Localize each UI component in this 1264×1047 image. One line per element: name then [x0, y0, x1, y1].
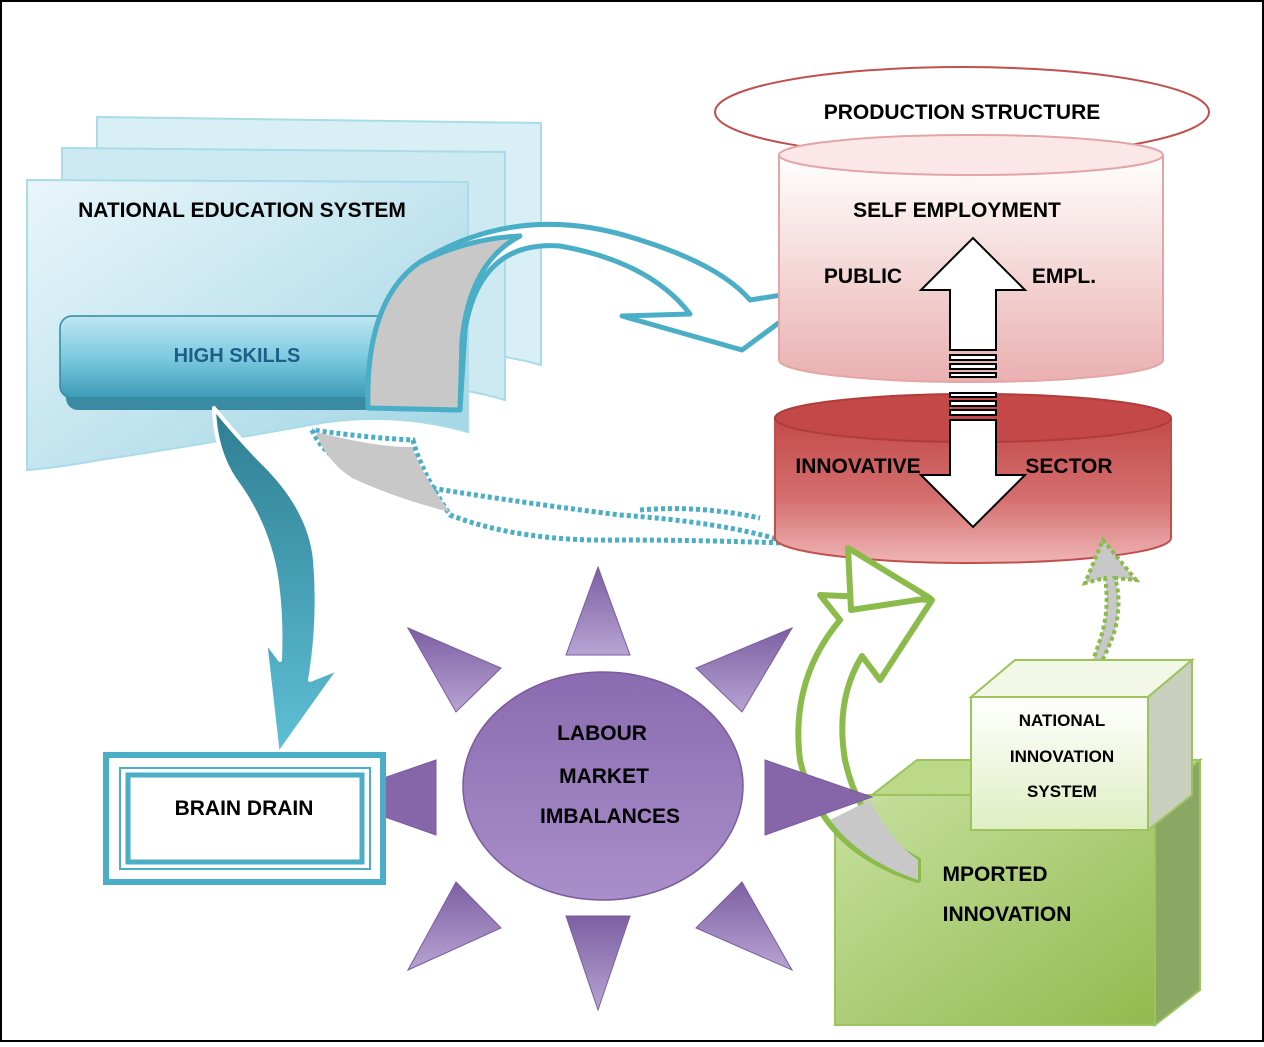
- public-label: PUBLIC: [824, 265, 902, 288]
- dotted-arrow-fill: [316, 432, 450, 512]
- dotted-green-arrow-icon: [1081, 536, 1141, 692]
- labour-line-1: LABOUR: [557, 722, 647, 745]
- innovative-label: INNOVATIVE: [795, 455, 920, 478]
- labour-line-2: MARKET: [559, 765, 649, 788]
- imported-innovation-line-2: INNOVATION: [943, 903, 1072, 926]
- nis-line-2: INNOVATION: [1010, 747, 1114, 766]
- empl-label: EMPL.: [1032, 265, 1096, 288]
- high-skills-label: HIGH SKILLS: [174, 345, 301, 367]
- brain-drain-label: BRAIN DRAIN: [175, 797, 314, 820]
- education-system-label: NATIONAL EDUCATION SYSTEM: [78, 199, 406, 222]
- national-innovation-system-box: [968, 657, 1195, 833]
- double-arrow-icon: [918, 236, 1028, 529]
- nis-line-3: SYSTEM: [1027, 782, 1097, 801]
- imported-innovation-line-1: MPORTED: [943, 863, 1048, 886]
- nis-line-1: NATIONAL: [1019, 711, 1106, 730]
- sector-label: SECTOR: [1025, 455, 1112, 478]
- labour-line-3: IMBALANCES: [540, 805, 680, 828]
- high-skills-box: [59, 315, 414, 410]
- brain-drain-arrow-icon: [212, 406, 342, 757]
- self-employment-label: SELF EMPLOYMENT: [853, 199, 1061, 222]
- production-structure-label: PRODUCTION STRUCTURE: [824, 101, 1101, 124]
- dotted-arrow-icon: [309, 427, 837, 548]
- curved-arrow-icon: [365, 221, 829, 413]
- labour-market-ellipse: [462, 671, 744, 901]
- brain-drain-box: [103, 752, 386, 885]
